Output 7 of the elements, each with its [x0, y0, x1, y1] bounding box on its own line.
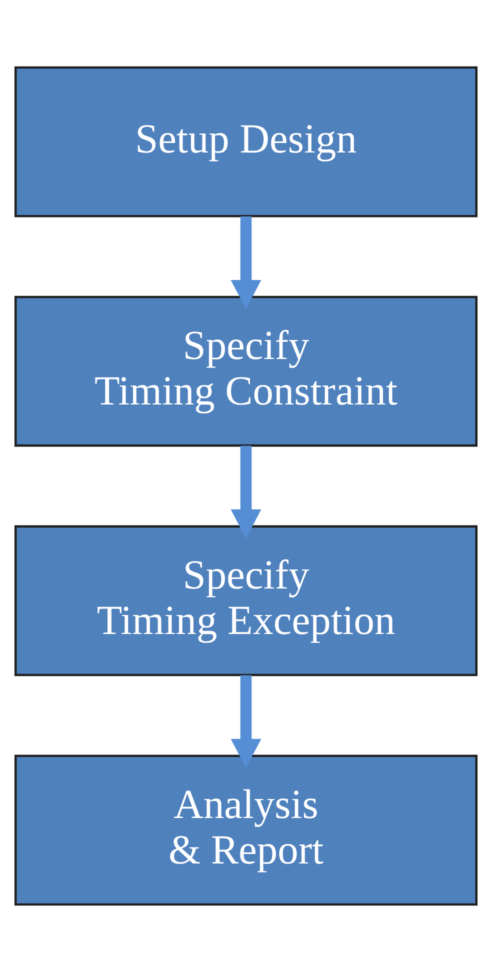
node-box: Specify Timing Constraint [14, 296, 478, 447]
node-box: Specify Timing Exception [14, 525, 478, 676]
arrow [230, 216, 262, 309]
arrow [230, 446, 262, 538]
node-box: Setup Design [14, 66, 478, 218]
arrow [230, 675, 262, 768]
node-box: Analysis & Report [14, 754, 478, 906]
